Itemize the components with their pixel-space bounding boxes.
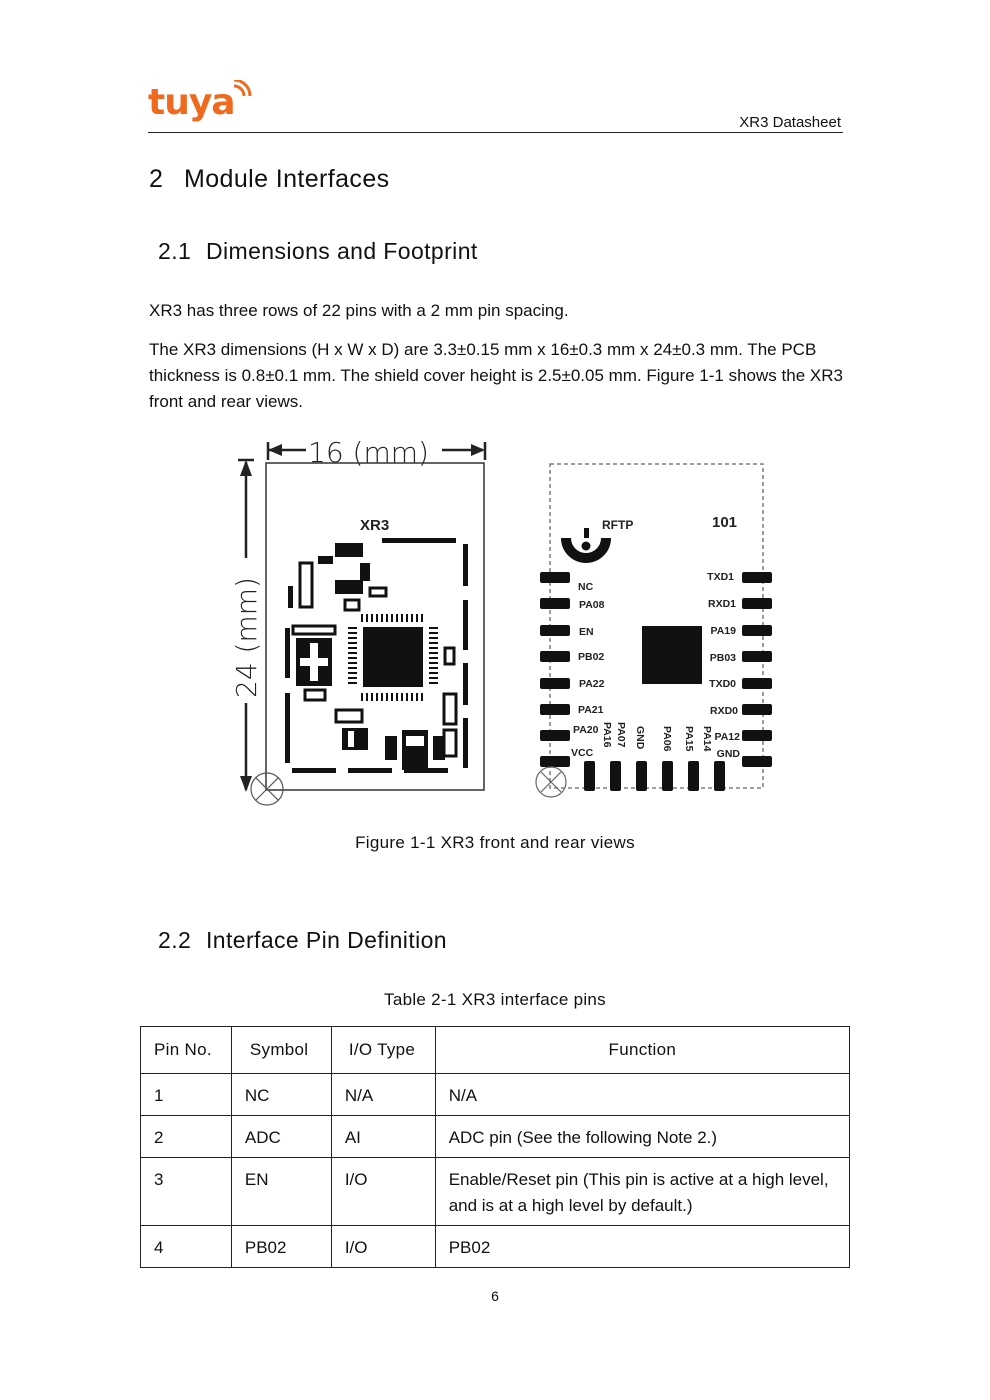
page-number: 6: [491, 1288, 499, 1304]
front-module-label: XR3: [360, 517, 389, 534]
cell-io-type: N/A: [330, 1073, 436, 1116]
pin-label-bottom: PA15: [683, 726, 695, 752]
table-row: 1 NC N/A N/A: [140, 1073, 851, 1116]
subsection-number: 2.2: [158, 927, 192, 953]
pin-label-right: RXD1: [708, 598, 736, 610]
pin-label-left: PA21: [578, 704, 604, 716]
pin-label-right: PB03: [710, 652, 736, 664]
section-title: Module Interfaces: [184, 165, 390, 193]
column-header-function: Function: [434, 1026, 851, 1074]
subsection-number: 2.1: [158, 238, 192, 264]
pin-label-bottom: GND: [634, 726, 646, 750]
paragraph-pins: XR3 has three rows of 22 pins with a 2 m…: [149, 301, 569, 320]
pin-definition-table: Pin No. Symbol I/O Type Function 1 NC N/…: [140, 1026, 851, 1268]
rear-antenna-label: RFTP: [602, 518, 633, 532]
pin-label-bottom: PA14: [701, 726, 713, 752]
section-number: 2: [149, 165, 164, 193]
table-header-row: Pin No. Symbol I/O Type Function: [140, 1026, 851, 1074]
cell-io-type: I/O: [330, 1157, 436, 1226]
module-figure: 16 (mm) 24 (mm) XR3: [230, 438, 772, 806]
pin-label-left: PA08: [579, 599, 605, 611]
height-dimension-label: 24 (mm): [230, 577, 263, 698]
cell-function: N/A: [434, 1073, 851, 1116]
cell-pin: 3: [140, 1157, 232, 1226]
pin-label-left: PA22: [579, 678, 605, 690]
paragraph-dimensions: The XR3 dimensions (H x W x D) are 3.3±0…: [149, 340, 843, 411]
cell-function: Enable/Reset pin (This pin is active at …: [434, 1157, 851, 1226]
rear-view: RFTP 101: [535, 463, 772, 798]
header-rule: [148, 132, 843, 133]
pin-label-right: TXD1: [707, 571, 734, 583]
table-row: 4 PB02 I/O PB02: [140, 1225, 851, 1268]
pin-label-bottom: PA07: [615, 722, 627, 748]
column-header-io-type: I/O Type: [330, 1026, 436, 1074]
cell-io-type: AI: [330, 1115, 436, 1158]
pin-label-bottom: PA06: [661, 726, 673, 752]
tuya-logo: tuya: [148, 80, 252, 123]
pin-label-left: EN: [579, 626, 594, 638]
subsection-title: Dimensions and Footprint: [206, 238, 478, 264]
antenna-feed-icon: [561, 537, 611, 563]
cell-symbol: NC: [230, 1073, 332, 1116]
cell-function: PB02: [434, 1225, 851, 1268]
corner-left-label: VCC: [571, 747, 594, 759]
cell-io-type: I/O: [330, 1225, 436, 1268]
column-header-pin: Pin No.: [140, 1026, 232, 1074]
table-caption: Table 2-1 XR3 interface pins: [384, 990, 606, 1009]
table-row: 3 EN I/O Enable/Reset pin (This pin is a…: [140, 1157, 851, 1226]
pin-label-left: PA20: [573, 724, 599, 736]
pin-label-bottom: PA16: [601, 722, 613, 748]
cell-symbol: ADC: [230, 1115, 332, 1158]
subsection-title: Interface Pin Definition: [206, 927, 448, 953]
subsection-heading-2-1: 2.1 Dimensions and Footprint: [158, 238, 478, 265]
pin-label-left: PB02: [578, 651, 604, 663]
cell-pin: 4: [140, 1225, 232, 1268]
figure-caption: Figure 1-1 XR3 front and rear views: [355, 833, 635, 852]
table-row: 2 ADC AI ADC pin (See the following Note…: [140, 1115, 851, 1158]
cell-symbol: PB02: [230, 1225, 332, 1268]
cell-function: ADC pin (See the following Note 2.): [434, 1115, 851, 1158]
logo-text: tuya: [148, 82, 235, 123]
subsection-heading-2-2: 2.2 Interface Pin Definition: [158, 927, 447, 954]
ground-pad: [642, 626, 702, 684]
pin-label-right: PA12: [715, 731, 741, 743]
pin-label-right: RXD0: [710, 705, 738, 717]
pin-label-right: TXD0: [709, 678, 736, 690]
pin-label-right: PA19: [711, 625, 737, 637]
document-title: XR3 Datasheet: [739, 114, 841, 131]
logo-signal-outer-icon: [233, 80, 252, 97]
cell-symbol: EN: [230, 1157, 332, 1226]
front-view: 16 (mm) 24 (mm) XR3: [230, 438, 487, 806]
width-dimension-label: 16 (mm): [308, 438, 429, 469]
corner-right-label: GND: [717, 748, 741, 760]
pin-label-left: NC: [578, 581, 594, 593]
rear-code-label: 101: [712, 514, 737, 531]
cell-pin: 2: [140, 1115, 232, 1158]
logo-signal-icon: [233, 84, 246, 97]
column-header-symbol: Symbol: [230, 1026, 332, 1074]
section-heading: 2 Module Interfaces: [149, 165, 390, 194]
cell-pin: 1: [140, 1073, 232, 1116]
